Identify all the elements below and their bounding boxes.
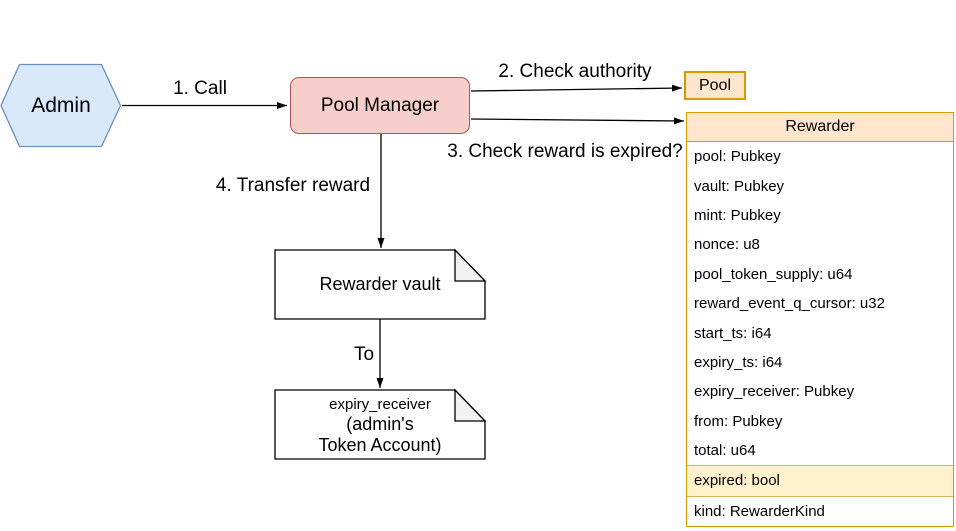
admin-node-label: Admin: [31, 93, 91, 117]
edge-label-call: 1. Call: [173, 78, 227, 99]
expiry-receiver-label-line3: Token Account): [318, 434, 442, 455]
table-row-label: pool: Pubkey: [694, 148, 781, 166]
rewarder-vault-node-label: Rewarder vault: [319, 274, 441, 294]
table-row: vault: Pubkey: [687, 171, 953, 201]
table-row: total: u64: [687, 435, 953, 466]
arrow-check-authority: [470, 84, 683, 92]
table-row-label: start_ts: i64: [694, 324, 772, 342]
table-row: from: Pubkey: [687, 406, 953, 436]
rewarder-table-header: Rewarder: [687, 113, 953, 142]
rewarder-vault-node: Rewarder vault: [275, 250, 485, 319]
table-row: mint: Pubkey: [687, 200, 953, 231]
arrow-check-expired: [470, 117, 685, 125]
table-row: pool_token_supply: u64: [687, 259, 953, 289]
pool-node-label: Pool: [698, 76, 732, 94]
expiry-receiver-note-fold-icon: [454, 388, 487, 422]
pool-node: Pool: [684, 71, 746, 100]
table-row: expiry_receiver: Pubkey: [687, 377, 953, 407]
table-row: pool: Pubkey: [687, 142, 953, 172]
expiry-receiver-label-line2: (admin's: [346, 413, 414, 434]
table-row: reward_event_q_cursor: u32: [687, 288, 953, 319]
table-row-label: pool_token_supply: u64: [694, 265, 853, 283]
table-row-label: vault: Pubkey: [694, 177, 785, 195]
pool-manager-node-label: Pool Manager: [320, 94, 440, 116]
rewarder-vault-note-shape: [274, 249, 486, 320]
expiry-receiver-note-shape: [274, 389, 486, 460]
table-row-label: expiry_receiver: Pubkey: [694, 383, 855, 401]
table-row-label: expired: bool: [694, 472, 780, 490]
edge-label-transfer-reward: 4. Transfer reward: [215, 175, 371, 196]
table-row-label: nonce: u8: [694, 236, 760, 254]
table-row: nonce: u8: [687, 230, 953, 260]
rewarder-table-title: Rewarder: [785, 118, 855, 135]
admin-hexagon-shape: [0, 63, 122, 148]
table-row: kind: RewarderKind: [687, 496, 953, 527]
table-row-label: reward_event_q_cursor: u32: [694, 295, 885, 313]
table-row-label: mint: Pubkey: [694, 206, 781, 224]
table-row: expired: bool: [687, 465, 953, 497]
table-row-label: total: u64: [694, 442, 756, 460]
table-row-label: kind: RewarderKind: [694, 502, 825, 520]
table-row-label: expiry_ts: i64: [694, 353, 783, 371]
table-row-label: from: Pubkey: [694, 412, 783, 430]
expiry-receiver-node: expiry_receiver (admin's Token Account): [275, 391, 485, 459]
table-row: start_ts: i64: [687, 318, 953, 348]
pool-manager-node: Pool Manager: [290, 77, 470, 134]
table-row: expiry_ts: i64: [687, 347, 953, 378]
rewarder-table-rows: pool: Pubkey vault: Pubkey mint: Pubkey non…: [687, 142, 953, 527]
expiry-receiver-label-line1: expiry_receiver: [329, 395, 431, 413]
rewarder-vault-note-fold-icon: [454, 248, 487, 282]
edge-label-check-expired: 3. Check reward is expired?: [447, 141, 683, 162]
admin-node: Admin: [1, 64, 121, 147]
edge-label-to: To: [353, 344, 375, 365]
edge-label-check-authority: 2. Check authority: [498, 61, 652, 82]
rewarder-table: Rewarder pool: Pubkey vault: Pubkey mint: …: [686, 112, 954, 527]
